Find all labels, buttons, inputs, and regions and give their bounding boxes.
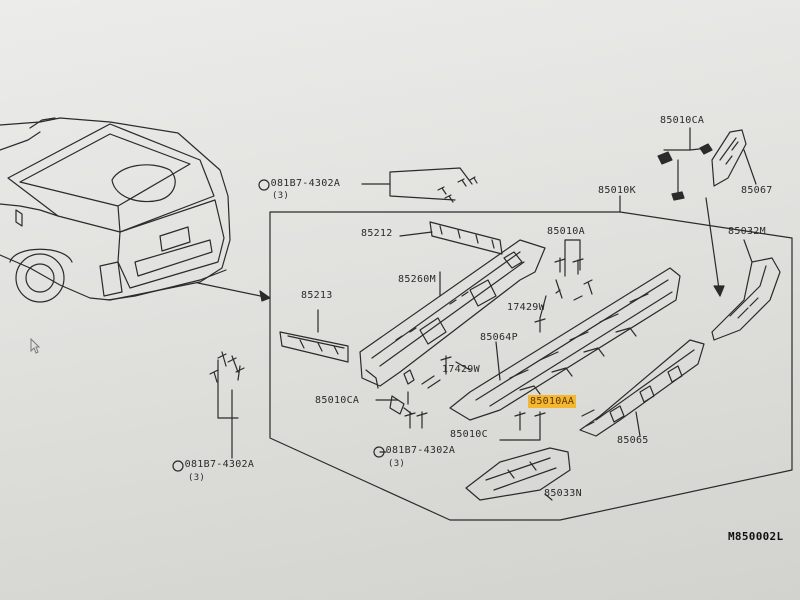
bolt-callout-top-qty: (3) — [272, 191, 290, 201]
bolt-callout-left-qty: (3) — [188, 473, 206, 483]
label-85033N: 85033N — [544, 488, 582, 499]
part-85032M — [711, 239, 781, 341]
label-85010A: 85010A — [547, 226, 585, 237]
bolt-17429W-lower — [440, 355, 471, 375]
assembly-boundary — [269, 211, 793, 521]
truck-illustration — [0, 117, 231, 303]
label-85032M: 85032M — [728, 226, 766, 237]
bolt-callout-top: 081B7-4302A — [270, 178, 341, 189]
part-85065 — [579, 339, 705, 437]
label-85212: 85212 — [361, 228, 393, 239]
label-85010CA-top: 85010CA — [660, 115, 705, 126]
arrow-truck-to-assembly — [197, 282, 271, 302]
part-85213 — [279, 309, 349, 363]
bolt-group-lower-center — [379, 411, 428, 453]
clip-group-85010CA-top — [657, 127, 713, 201]
part-85064P — [449, 267, 681, 421]
label-85010C: 85010C — [450, 429, 488, 440]
bolt-callout-center: 081B7-4302A — [385, 445, 456, 456]
label-85064P: 85064P — [480, 332, 518, 343]
figure-code: M850002L — [728, 530, 784, 543]
bolt-callout-center-qty: (3) — [388, 459, 406, 469]
bolt-group-85010CA-left — [375, 369, 441, 415]
mouse-cursor-icon — [30, 338, 40, 354]
label-85010K: 85010K — [598, 185, 636, 196]
label-85260M: 85260M — [398, 274, 436, 285]
part-85260M — [359, 239, 546, 389]
bolt-group-85010C — [499, 411, 546, 441]
label-85010CA-left: 85010CA — [315, 395, 360, 406]
part-85033N — [465, 447, 571, 501]
label-85010AA-highlighted: 85010AA — [528, 395, 577, 408]
bolt-group-left — [209, 351, 245, 459]
label-17429W-lower: 17429W — [442, 364, 480, 375]
label-85065: 85065 — [617, 435, 649, 446]
label-85067: 85067 — [741, 185, 773, 196]
bolt-group-85010A — [534, 239, 593, 333]
label-17429W-upper: 17429W — [507, 302, 545, 313]
callout-symbols — [172, 179, 385, 472]
arrow-top-to-corner — [619, 195, 725, 297]
label-85213: 85213 — [301, 290, 333, 301]
part-85212 — [399, 221, 503, 255]
bolt-group-top — [361, 167, 478, 203]
bolt-callout-left: 081B7-4302A — [184, 459, 255, 470]
part-85067 — [711, 129, 757, 187]
